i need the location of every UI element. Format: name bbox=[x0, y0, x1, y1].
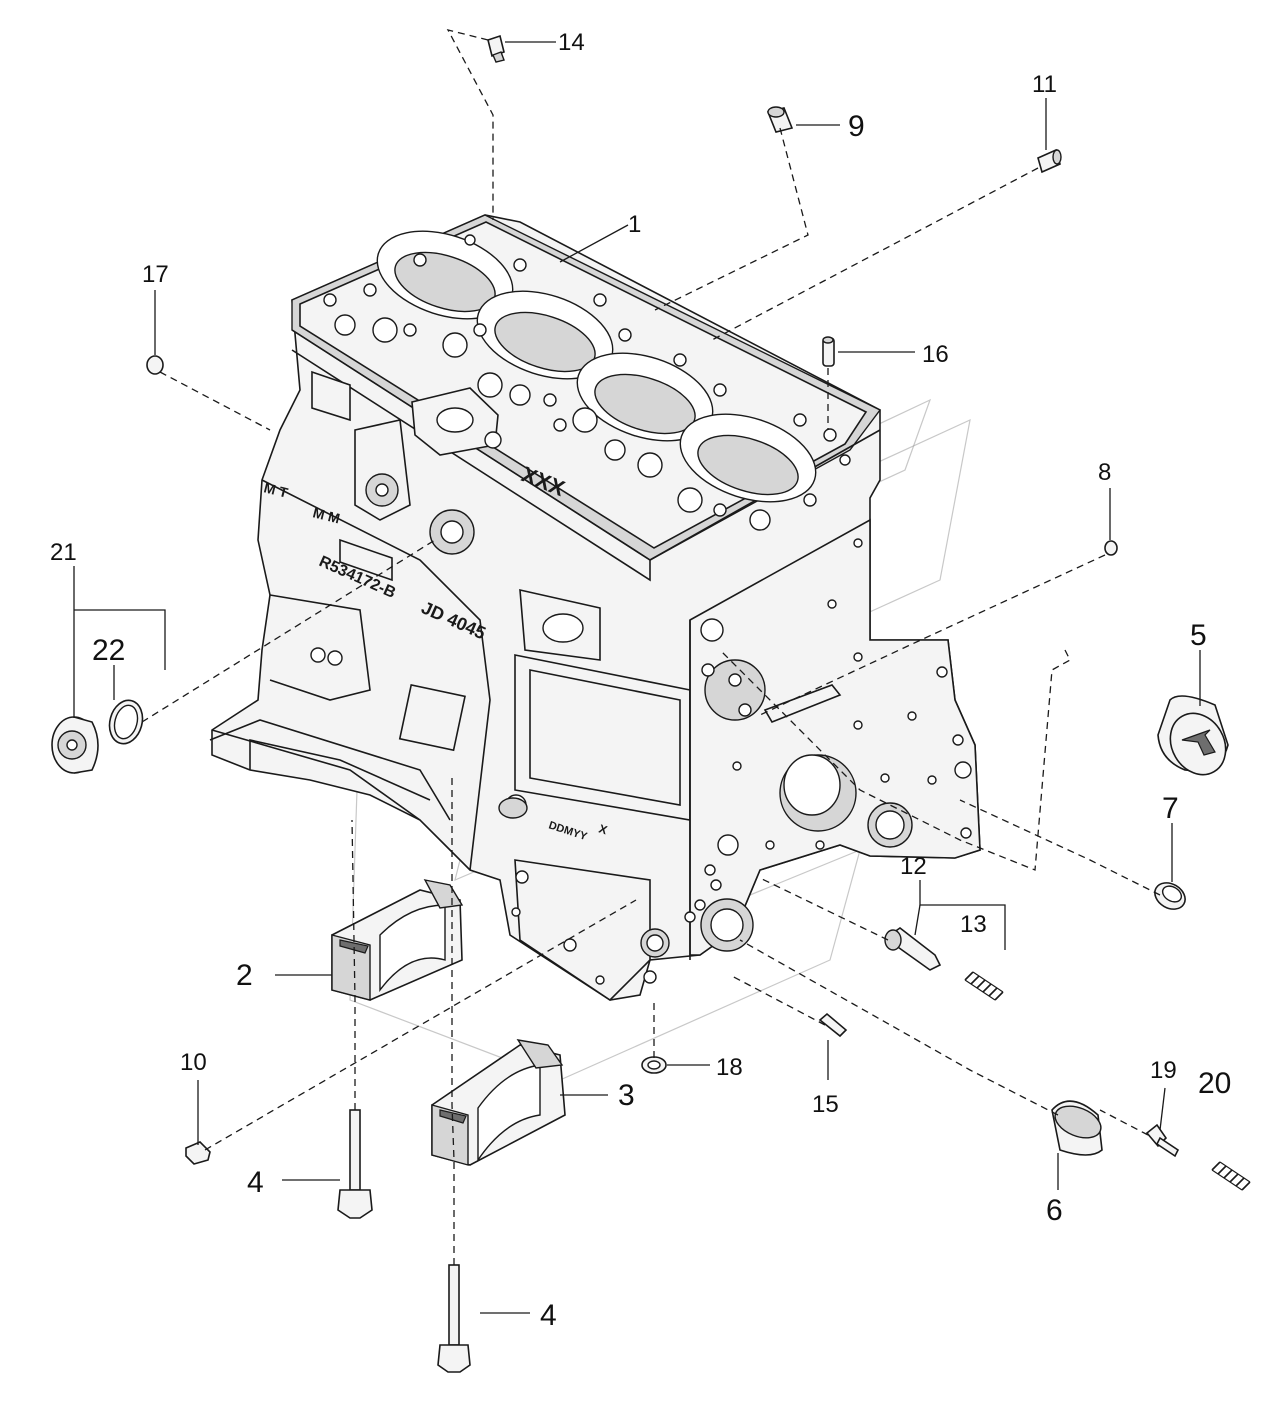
part-14-plug bbox=[487, 34, 505, 63]
part-17-plug bbox=[146, 355, 164, 375]
callout-5: 5 bbox=[1190, 619, 1207, 652]
part-18-washer bbox=[641, 1056, 667, 1074]
part-22-o-ring bbox=[108, 699, 144, 745]
part-2-bearing-cap bbox=[331, 879, 464, 1001]
callout-20: 20 bbox=[1198, 1067, 1231, 1100]
callout-4b: 4 bbox=[540, 1299, 557, 1332]
part-13-spring bbox=[964, 971, 1004, 1001]
callout-4a: 4 bbox=[247, 1166, 264, 1199]
callout-12: 12 bbox=[900, 853, 927, 880]
part-3-bearing-cap bbox=[431, 1039, 566, 1166]
callout-21: 21 bbox=[50, 539, 77, 566]
callout-18: 18 bbox=[716, 1054, 743, 1081]
part-4-bolt-a bbox=[337, 1109, 373, 1219]
part-11-plug bbox=[1037, 148, 1062, 174]
callout-8: 8 bbox=[1098, 459, 1111, 486]
callout-2: 2 bbox=[236, 959, 253, 992]
callout-14: 14 bbox=[558, 29, 585, 56]
part-19-fitting bbox=[1145, 1123, 1180, 1158]
rear-mark-text: X bbox=[597, 822, 609, 838]
part-9-cup-plug bbox=[766, 106, 794, 133]
assembly-lines bbox=[141, 29, 1161, 1265]
part-16-dowel bbox=[822, 336, 835, 367]
side-code-1-text: M T bbox=[262, 479, 290, 500]
cylinder-block bbox=[209, 214, 981, 1002]
leader-lines bbox=[73, 41, 1201, 1314]
callout-labels: 1 2 3 4 4 5 6 7 8 9 10 11 12 13 14 15 16… bbox=[50, 29, 1231, 1332]
callout-9: 9 bbox=[848, 110, 865, 143]
callout-22: 22 bbox=[92, 634, 125, 667]
part-20-spring bbox=[1211, 1161, 1251, 1191]
part-5-cap bbox=[1157, 695, 1229, 776]
part-4-bolt-b bbox=[437, 1264, 471, 1373]
part-7-ring bbox=[1154, 882, 1186, 910]
side-code-2-text: M M bbox=[311, 504, 341, 526]
part-8-plug bbox=[1104, 540, 1118, 556]
part-12-valve bbox=[884, 927, 942, 971]
part-10-plug bbox=[185, 1141, 211, 1165]
part-15-dowel bbox=[818, 1012, 848, 1038]
callout-1: 1 bbox=[628, 211, 641, 238]
callout-17: 17 bbox=[142, 261, 169, 288]
callout-19: 19 bbox=[1150, 1057, 1177, 1084]
deck-holes bbox=[323, 234, 851, 531]
callout-6: 6 bbox=[1046, 1194, 1063, 1227]
callout-16: 16 bbox=[922, 341, 949, 368]
callout-10: 10 bbox=[180, 1049, 207, 1076]
part-6-bushing bbox=[1051, 1100, 1103, 1156]
callout-7: 7 bbox=[1162, 792, 1179, 825]
part-21-plug bbox=[51, 716, 99, 774]
callout-13: 13 bbox=[960, 911, 987, 938]
callout-15: 15 bbox=[812, 1091, 839, 1118]
callout-11: 11 bbox=[1032, 71, 1057, 98]
callout-3: 3 bbox=[618, 1079, 635, 1112]
